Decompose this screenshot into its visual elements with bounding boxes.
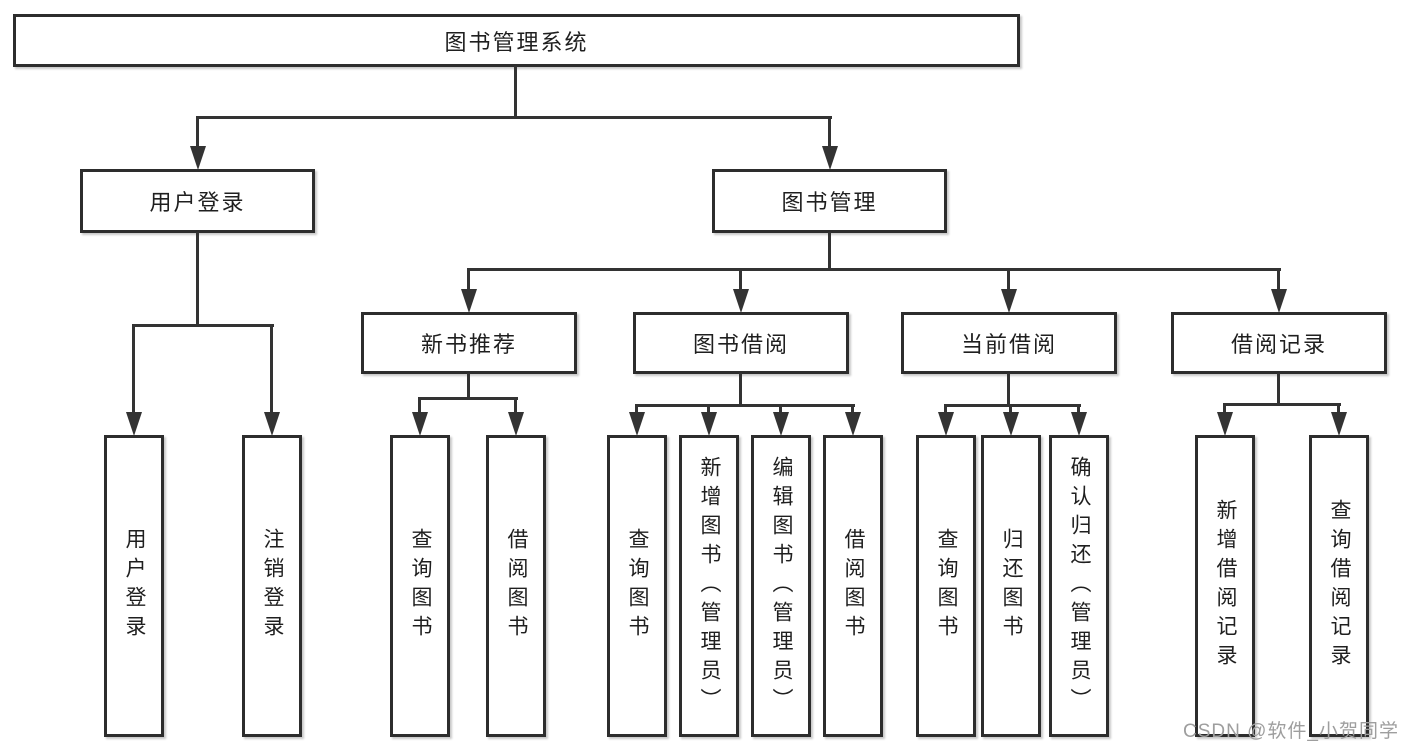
connector-line bbox=[779, 404, 782, 415]
leaf-borrow-book: 借阅图书 bbox=[823, 435, 883, 737]
arrowhead-down-icon bbox=[1331, 412, 1347, 436]
connector-line bbox=[467, 268, 470, 292]
node-label: 注销登录 bbox=[261, 528, 284, 644]
arrowhead-down-icon bbox=[938, 412, 954, 436]
connector-line bbox=[418, 397, 518, 400]
node-label: 编辑图书（管理员） bbox=[770, 455, 793, 717]
leaf-add-borrow-record: 新增借阅记录 bbox=[1195, 435, 1255, 737]
connector-line bbox=[514, 66, 517, 118]
connector-line bbox=[828, 116, 831, 148]
connector-line bbox=[1277, 373, 1280, 406]
arrowhead-down-icon bbox=[1271, 289, 1287, 313]
arrowhead-down-icon bbox=[190, 146, 206, 170]
connector-line bbox=[1223, 403, 1341, 406]
arrowhead-down-icon bbox=[701, 412, 717, 436]
leaf-edit-book-admin: 编辑图书（管理员） bbox=[751, 435, 811, 737]
arrowhead-down-icon bbox=[1001, 289, 1017, 313]
leaf-query-book-recommend: 查询图书 bbox=[390, 435, 450, 737]
node-user-login: 用户登录 bbox=[80, 169, 315, 233]
connector-line bbox=[739, 268, 742, 292]
connector-line bbox=[1077, 404, 1080, 415]
node-root-library-system: 图书管理系统 bbox=[13, 14, 1020, 67]
node-label: 借阅图书 bbox=[842, 528, 865, 644]
connector-line bbox=[944, 404, 1081, 407]
connector-line bbox=[635, 404, 855, 407]
leaf-return-book: 归还图书 bbox=[981, 435, 1041, 737]
leaf-logout-login: 注销登录 bbox=[242, 435, 302, 737]
arrowhead-down-icon bbox=[412, 412, 428, 436]
node-label: 新增图书（管理员） bbox=[698, 455, 721, 717]
leaf-user-login: 用户登录 bbox=[104, 435, 164, 737]
connector-line bbox=[514, 397, 517, 415]
connector-line bbox=[1277, 268, 1280, 292]
connector-line bbox=[467, 268, 1281, 271]
node-book-management: 图书管理 bbox=[712, 169, 947, 233]
node-label: 确认归还（管理员） bbox=[1068, 455, 1091, 717]
connector-line bbox=[270, 324, 273, 412]
node-label: 图书借阅 bbox=[692, 332, 789, 357]
node-current-borrowing: 当前借阅 bbox=[901, 312, 1117, 374]
arrowhead-down-icon bbox=[1003, 412, 1019, 436]
leaf-query-borrow-record: 查询借阅记录 bbox=[1309, 435, 1369, 737]
connector-line bbox=[132, 324, 274, 327]
connector-line bbox=[1007, 268, 1010, 292]
node-label: 查询图书 bbox=[626, 528, 649, 644]
connector-line bbox=[1223, 403, 1226, 415]
node-label: 图书管理 bbox=[781, 190, 878, 215]
connector-line bbox=[635, 404, 638, 415]
connector-line bbox=[1009, 404, 1012, 415]
node-label: 借阅图书 bbox=[505, 528, 528, 644]
arrowhead-down-icon bbox=[1217, 412, 1233, 436]
node-label: 查询图书 bbox=[409, 528, 432, 644]
node-label: 新书推荐 bbox=[420, 332, 517, 357]
arrowhead-down-icon bbox=[822, 146, 838, 170]
node-label: 归还图书 bbox=[1000, 528, 1023, 644]
node-label: 查询借阅记录 bbox=[1328, 499, 1351, 673]
node-book-borrowing: 图书借阅 bbox=[633, 312, 849, 374]
connector-line bbox=[828, 232, 831, 271]
connector-line bbox=[739, 373, 742, 407]
arrowhead-down-icon bbox=[126, 412, 142, 436]
node-borrow-records: 借阅记录 bbox=[1171, 312, 1387, 374]
connector-line bbox=[196, 116, 832, 119]
connector-line bbox=[707, 404, 710, 415]
arrowhead-down-icon bbox=[264, 412, 280, 436]
node-label: 当前借阅 bbox=[960, 332, 1057, 357]
connector-line bbox=[1337, 403, 1340, 415]
leaf-borrow-book-recommend: 借阅图书 bbox=[486, 435, 546, 737]
node-label: 新增借阅记录 bbox=[1214, 499, 1237, 673]
arrowhead-down-icon bbox=[461, 289, 477, 313]
node-label: 用户登录 bbox=[149, 190, 246, 215]
arrowhead-down-icon bbox=[773, 412, 789, 436]
node-new-book-recommend: 新书推荐 bbox=[361, 312, 577, 374]
connector-line bbox=[944, 404, 947, 415]
node-label: 用户登录 bbox=[123, 528, 146, 644]
csdn-watermark: CSDN @软件_小贺同学 bbox=[1183, 721, 1399, 742]
arrowhead-down-icon bbox=[1071, 412, 1087, 436]
arrowhead-down-icon bbox=[845, 412, 861, 436]
leaf-query-book-borrow: 查询图书 bbox=[607, 435, 667, 737]
arrowhead-down-icon bbox=[508, 412, 524, 436]
connector-line bbox=[132, 324, 135, 412]
arrowhead-down-icon bbox=[629, 412, 645, 436]
node-label: 借阅记录 bbox=[1230, 332, 1327, 357]
connector-line bbox=[196, 116, 199, 148]
leaf-add-book-admin: 新增图书（管理员） bbox=[679, 435, 739, 737]
arrowhead-down-icon bbox=[733, 289, 749, 313]
connector-line bbox=[1007, 373, 1010, 407]
leaf-query-book-current: 查询图书 bbox=[916, 435, 976, 737]
leaf-confirm-return-admin: 确认归还（管理员） bbox=[1049, 435, 1109, 737]
node-label: 查询图书 bbox=[935, 528, 958, 644]
connector-line bbox=[851, 404, 854, 415]
connector-line bbox=[418, 397, 421, 415]
node-label: 图书管理系统 bbox=[444, 29, 589, 55]
connector-line bbox=[196, 232, 199, 326]
connector-line bbox=[467, 373, 470, 400]
